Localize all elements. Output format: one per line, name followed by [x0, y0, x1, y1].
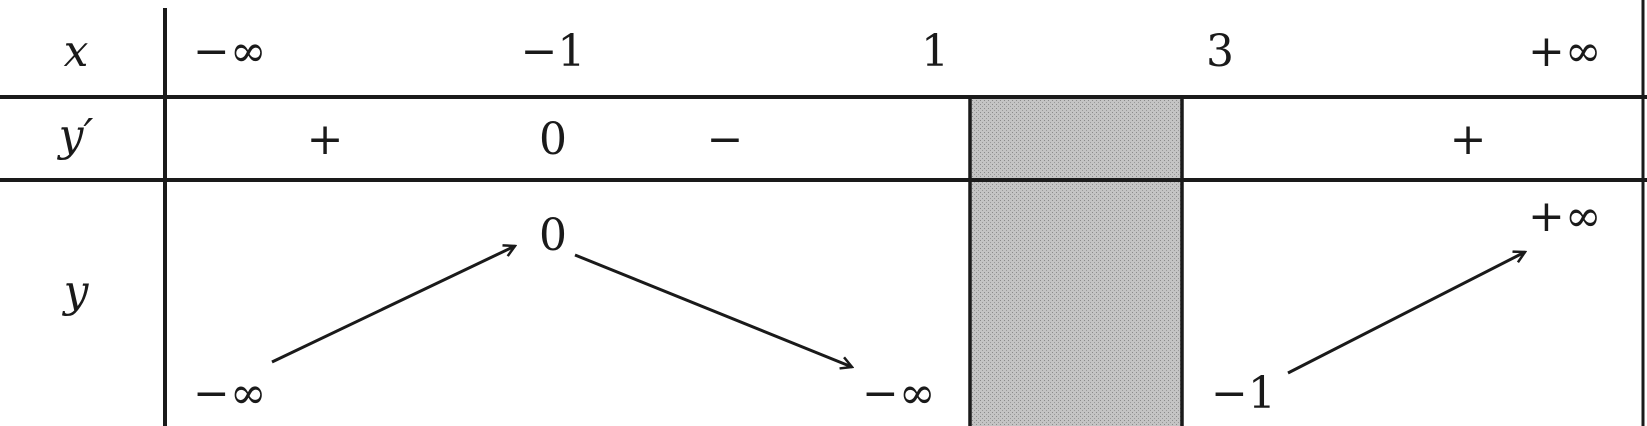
y-prime-zero: 0: [539, 114, 567, 165]
y-value-max-zero: 0: [539, 210, 567, 261]
y-prime-sign-negative: −: [706, 114, 744, 165]
x-value-plus-inf: +∞: [1528, 26, 1602, 77]
y-value-plus-inf-right: +∞: [1528, 191, 1602, 242]
y-prime-sign-positive-1: +: [306, 114, 344, 165]
y-value-minus-inf-left: −∞: [193, 368, 267, 419]
y-value-minus-inf-at-1: −∞: [862, 368, 936, 419]
arrow-increase-1: [271, 246, 515, 364]
row-label-x: x: [63, 26, 89, 77]
x-value-3: 3: [1206, 26, 1234, 77]
x-value-minus-1: −1: [520, 26, 586, 77]
excluded-region: [970, 96, 1182, 426]
row-label-y: y: [63, 266, 89, 317]
x-value-minus-inf: −∞: [193, 26, 267, 77]
x-value-1: 1: [921, 26, 949, 77]
arrow-increase-2: [1287, 252, 1525, 375]
row-label-y-prime: y′: [58, 110, 94, 161]
y-prime-sign-positive-2: +: [1449, 114, 1487, 165]
arrow-decrease-1: [574, 253, 852, 367]
y-value-minus-1-at-3: −1: [1211, 368, 1276, 419]
